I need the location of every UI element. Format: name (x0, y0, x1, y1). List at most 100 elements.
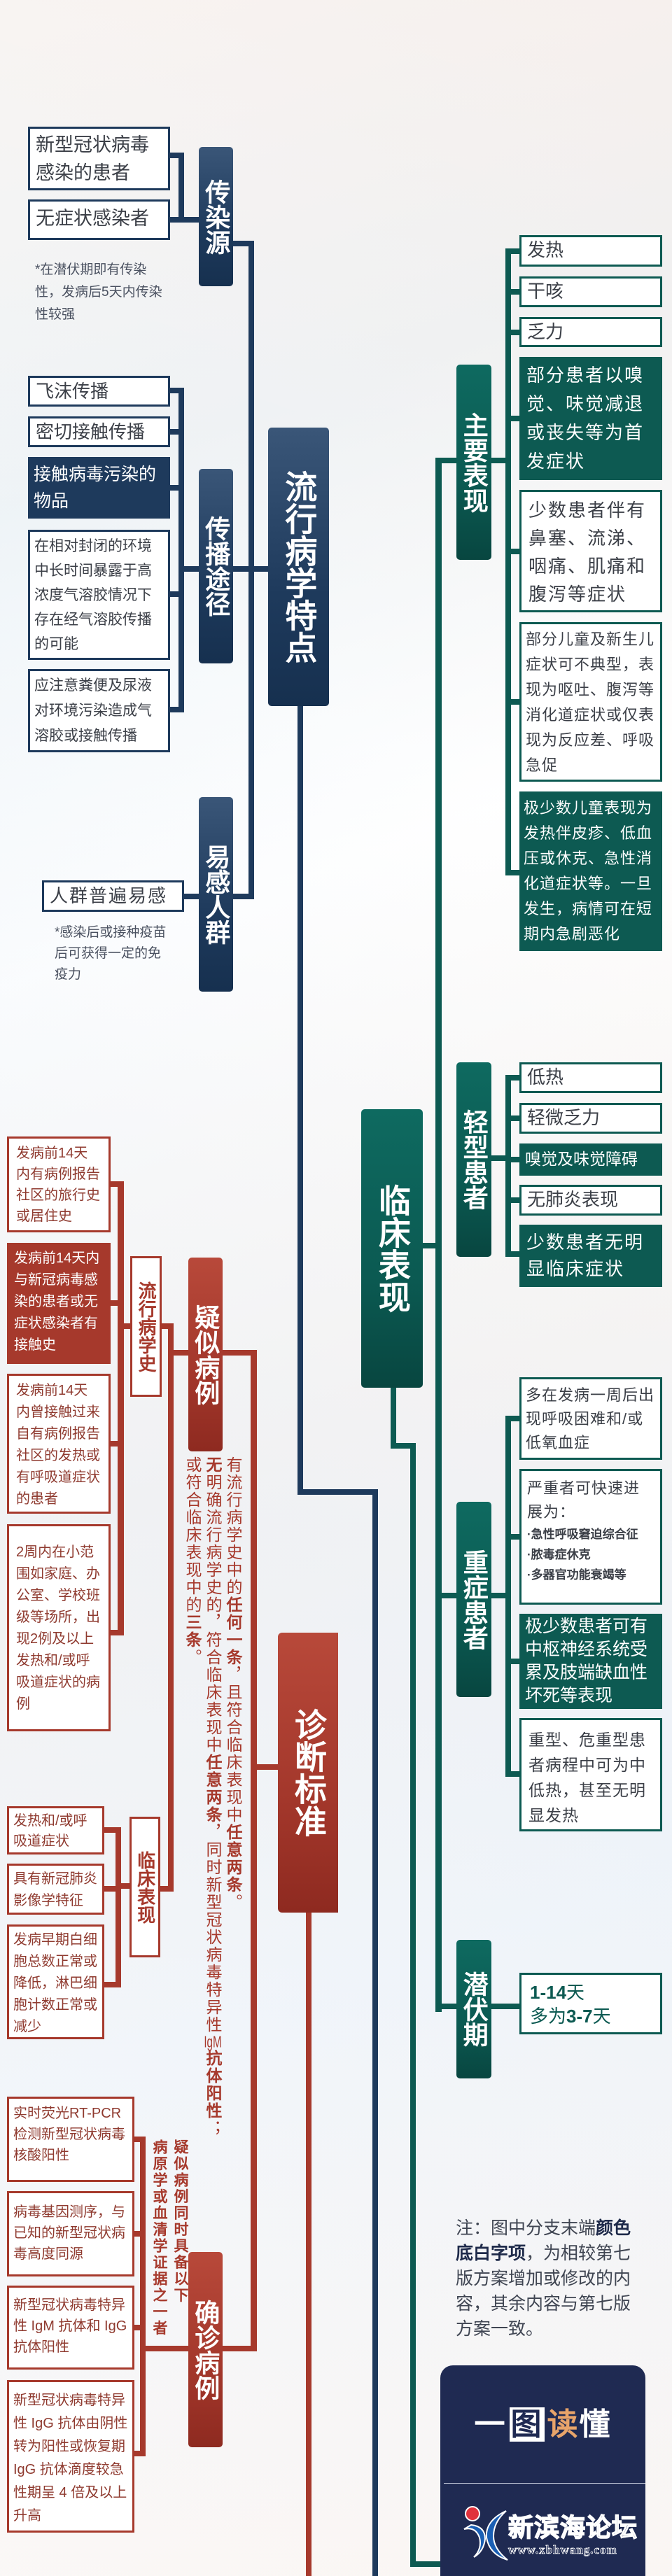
banner: 一图读懂 新滨海论坛 www.xbhwang.com (440, 2365, 645, 2576)
connector (146, 2346, 188, 2351)
connector (170, 217, 199, 223)
mild-item: 低热 (519, 1062, 662, 1093)
logo-name: 新滨海论坛 (507, 2512, 638, 2542)
mild-label: 轻型患者 (456, 1062, 491, 1257)
confirmed-evidence-item: 病毒基因测序，与已知的新型冠状病毒高度同源 (7, 2191, 134, 2276)
severe-item: 多在发病一周后出现呼吸困难和/或低氧血症 (519, 1377, 662, 1460)
source-label: 传染源 (199, 147, 233, 286)
incubation-typical-range: 3-7 (566, 2006, 593, 2027)
connector (435, 2004, 456, 2009)
criterion-emphasis: 任意两条 (204, 1754, 222, 1824)
connector (223, 1350, 257, 1356)
footnote: 注：图中分支末端颜色底白字项，为相较第七版方案增加或修改的内容，其余内容与第七版… (456, 2216, 639, 2342)
incubation-typical-unit: 天 (592, 2006, 611, 2027)
severe-bullet: ·脓毒症休克 (527, 1548, 591, 1561)
epi-item: 发病前14天内有病例报告社区的旅行史或居住史 (7, 1136, 111, 1232)
severe-progression-intro: 严重者可快速进展为： (527, 1479, 640, 1521)
epi-item: 2周内在小范围如家庭、办公室、学校班级等场所，出现2例及以上发热和/或呼吸道症状… (7, 1524, 111, 1731)
connector (505, 1534, 519, 1540)
connector (184, 566, 199, 572)
susceptible-label: 易感人群 (199, 797, 233, 992)
footnote-text: 注：图中分支末端 (456, 2218, 596, 2238)
route-item: 应注意粪便及尿液对环境污染造成气溶胶或接触传播 (28, 669, 170, 752)
criterion-text: 有流行病学史中的 (224, 1456, 242, 1596)
connector (505, 1659, 519, 1664)
main-symptom-item-highlighted: 极少数儿童表现为发热伴皮疹、低血压或休克、急性消化道症状等。一旦发生，病情可在短… (519, 791, 662, 951)
connector (104, 1982, 121, 1987)
severe-label: 重症患者 (456, 1502, 491, 1697)
incubation-label: 潜伏期 (456, 1940, 491, 2078)
severe-item-highlighted: 极少数患者可有中枢神经系统受累及肢端缺血性坏死等表现 (519, 1614, 662, 1709)
confirmed-criterion-line: 疑似病例同时具备以下 (172, 2139, 188, 2304)
source-item: 无症状感染者 (28, 199, 170, 240)
route-item: 密切接触传播 (28, 416, 170, 447)
connector (435, 458, 456, 463)
connector (170, 485, 184, 491)
incubation-unit: 天 (566, 1982, 585, 2003)
criterion-text: 或符合临床表现中的 (183, 1456, 202, 1614)
suspected-criterion-1: 有流行病学史中的任何一条，且符合临床表现中任意两条。 (223, 1456, 243, 2128)
connector (134, 2231, 146, 2237)
connector (111, 1300, 124, 1306)
epidemiology-title: 流行病学特点 (268, 428, 329, 706)
incubation-value: 1-14天 多为3-7天 (519, 1973, 662, 2034)
source-note: *在潜伏期即有传染性，发病后5天内传染性较强 (35, 262, 162, 322)
susceptible-item: 人群普遍易感 (42, 880, 184, 912)
connector (391, 1388, 396, 1449)
suspected-criterion-3: 或符合临床表现中的三条。 (182, 1456, 202, 2128)
main-symptom-item: 干咳 (519, 276, 662, 307)
connector (505, 1075, 519, 1081)
severe-bullet: ·多器官功能衰竭等 (527, 1568, 626, 1582)
connector (162, 1323, 174, 1329)
connector (491, 2004, 519, 2009)
trunk-line (410, 1443, 416, 2567)
connector (178, 153, 184, 223)
connector (170, 388, 184, 393)
main-symptom-item-highlighted: 部分患者以嗅觉、味觉减退或丧失等为首发症状 (519, 357, 662, 480)
connector (505, 549, 519, 554)
severe-item: 严重者可快速进展为： ·急性呼吸窘迫综合征 ·脓毒症休克 ·多器官功能衰竭等 (519, 1469, 662, 1605)
connector (442, 1593, 456, 1598)
connector (298, 706, 303, 1495)
connector (505, 1075, 511, 1257)
connector (505, 1157, 519, 1162)
suspected-label: 疑似病例 (188, 1258, 223, 1451)
criterion-text: IgM (204, 2034, 222, 2050)
main-symptom-item: 发热 (519, 235, 662, 267)
criterion-emphasis: 任何一条 (224, 1596, 242, 1666)
epi-history-label: 流行病学史 (130, 1256, 162, 1397)
banner-title-char: 一 (474, 2407, 507, 2442)
connector (491, 1155, 511, 1161)
criterion-emphasis: 无 (204, 1456, 222, 1474)
connector (505, 1771, 519, 1777)
connector (134, 2325, 146, 2330)
confirmed-evidence-item: 新型冠状病毒特异性 IgG 抗体由阴性转为阳性或恢复期IgG 抗体滴度较急性期呈… (7, 2380, 134, 2533)
connector (121, 1883, 130, 1889)
banner-divider (444, 2483, 645, 2484)
logo-icon (463, 2506, 508, 2561)
connector (104, 1886, 121, 1892)
main-symptom-item: 部分儿童及新生儿症状可不典型，表现为呕吐、腹泻等消化道症状或仅表现为反应差、呼吸… (519, 622, 662, 782)
confirmed-criterion-line: 病原学或血清学证据之一者 (151, 2139, 167, 2337)
diagnosis-title: 诊断标准 (278, 1633, 338, 1913)
connector (170, 591, 184, 597)
connector (170, 153, 184, 158)
connector (115, 1827, 121, 1987)
connector (505, 248, 519, 254)
banner-title-char-boxed: 图 (509, 2407, 545, 2442)
clinical-criteria-label: 临床表现 (130, 1817, 160, 1957)
connector (423, 1243, 442, 1248)
connector (111, 1630, 124, 1635)
footnote-highlight: 颜色底白字项 (456, 2218, 631, 2263)
connector (505, 1251, 519, 1257)
connector (168, 1323, 174, 1892)
criterion-emphasis: 抗体阳性 (204, 2050, 222, 2120)
connector (233, 566, 268, 572)
connector (124, 1323, 130, 1329)
connector (134, 2451, 146, 2456)
severe-item: 重型、危重型患者病程中可为中低热，甚至无明显发热 (519, 1718, 662, 1831)
connector (257, 1764, 278, 1770)
criterion-text: ； (204, 2120, 222, 2137)
confirmed-evidence-item: 实时荧光RT-PCR检测新型冠状病毒核酸阳性 (7, 2097, 134, 2182)
connector (491, 458, 511, 463)
